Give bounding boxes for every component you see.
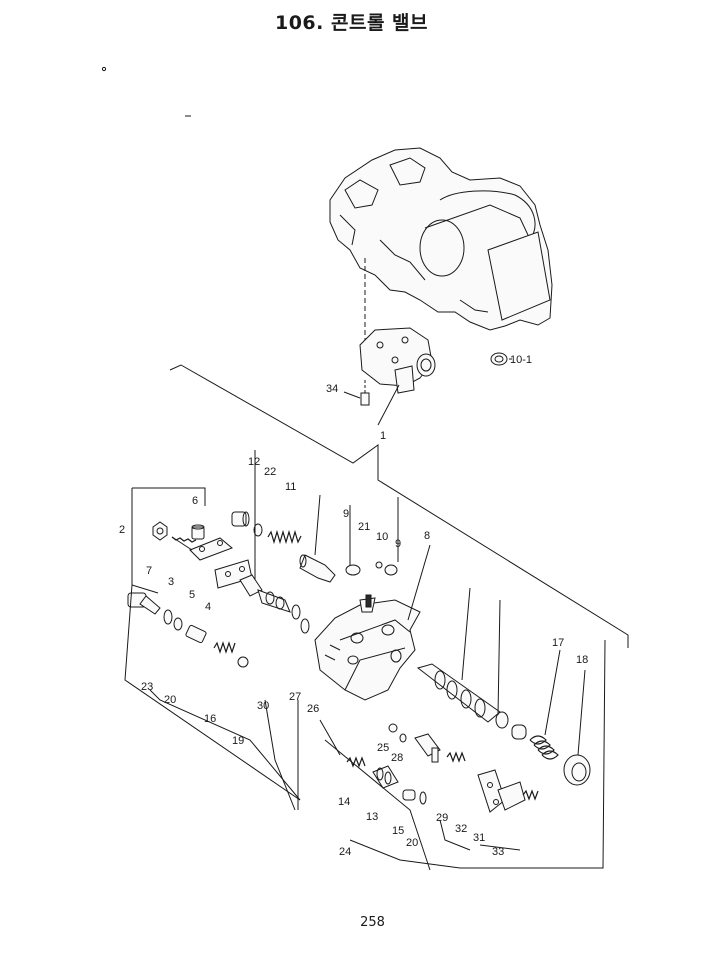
main-spool <box>416 663 501 723</box>
piston-28 <box>414 733 441 763</box>
leader-1-bracket <box>169 364 629 648</box>
callout-7: 7 <box>146 565 152 577</box>
callout-15: 15 <box>392 825 404 837</box>
callout-28: 28 <box>391 752 403 764</box>
spool-13 <box>372 765 399 789</box>
oring-20a <box>163 609 173 625</box>
spool-30 <box>239 574 291 613</box>
stud-3 <box>171 536 197 551</box>
washer-19 <box>237 656 249 668</box>
callout-4: 4 <box>205 601 211 613</box>
oring-9b <box>384 564 398 576</box>
callout-6: 6 <box>192 495 198 507</box>
callout-30: 30 <box>257 700 269 712</box>
callout-27: 27 <box>289 691 301 703</box>
callout-11: 11 <box>285 481 296 493</box>
transmission-housing <box>329 147 553 331</box>
oring-22 <box>253 523 263 537</box>
plug-23 <box>127 592 161 615</box>
callout-29: 29 <box>436 812 448 824</box>
leader-lines <box>124 450 606 871</box>
callout-10-1: 10-1 <box>510 354 532 366</box>
callout-32: 32 <box>455 823 467 835</box>
oring-26 <box>300 618 310 634</box>
callout-17: 17 <box>552 637 564 649</box>
spring-17 <box>529 735 559 760</box>
callout-19: 19 <box>232 735 244 747</box>
callout-34: 34 <box>326 383 338 395</box>
bolt-33 <box>522 789 539 801</box>
oring-20b <box>419 791 427 805</box>
callout-9b: 9 <box>395 538 401 550</box>
cap-12 <box>231 511 250 527</box>
spring-14 <box>346 756 366 768</box>
page-title: 106. 콘트롤 밸브 <box>274 12 428 34</box>
plate-5 <box>189 537 233 561</box>
valve-body <box>314 597 421 701</box>
callout-20a: 20 <box>164 694 176 706</box>
callout-20b: 20 <box>406 837 418 849</box>
callout-21: 21 <box>358 521 370 533</box>
callout-13: 13 <box>366 811 378 823</box>
callout-5: 5 <box>189 589 195 601</box>
callout-14: 14 <box>338 796 350 808</box>
retainer-18 <box>563 754 591 786</box>
plug-10-1 <box>490 352 512 366</box>
callout-1: 1 <box>380 430 386 442</box>
oring-9a <box>345 564 361 576</box>
plug-15 <box>402 789 416 801</box>
scan-speck <box>101 66 107 72</box>
bracket-2 <box>132 487 206 506</box>
seal-ring <box>495 711 509 729</box>
bracket-2-left <box>131 488 159 594</box>
cap-spool <box>511 724 527 740</box>
callout-10: 10 <box>376 531 388 543</box>
bolt-34 <box>343 380 370 406</box>
callout-12: 12 <box>248 456 260 468</box>
callout-3: 3 <box>168 576 174 588</box>
pin-21 <box>365 594 372 608</box>
oring-28 <box>399 733 407 743</box>
nut-7 <box>152 521 168 541</box>
callout-18: 18 <box>576 654 588 666</box>
callout-33: 33 <box>492 846 504 858</box>
callout-24: 24 <box>339 846 351 858</box>
callout-26: 26 <box>307 703 319 715</box>
control-valve-mounted <box>359 327 436 394</box>
callout-2: 2 <box>119 524 125 536</box>
callout-22: 22 <box>264 466 276 478</box>
oring-27 <box>291 604 301 620</box>
spool-11 <box>299 554 336 583</box>
page-number: 258 <box>360 915 385 930</box>
plate-31 <box>497 781 526 811</box>
callout-9a: 9 <box>343 508 349 520</box>
spring-16 <box>213 641 236 654</box>
callout-16: 16 <box>204 713 216 725</box>
leader-1 <box>377 384 400 426</box>
callout-23: 23 <box>141 681 153 693</box>
spring-11 <box>267 529 302 545</box>
oring-20c <box>173 617 183 631</box>
callout-8: 8 <box>424 530 430 542</box>
oring-10 <box>375 561 383 569</box>
bolt-6 <box>191 524 205 540</box>
oring-25 <box>388 723 398 733</box>
spring-29 <box>446 751 466 763</box>
spool-stub <box>185 624 207 644</box>
callout-31: 31 <box>473 832 485 844</box>
callout-25: 25 <box>377 742 389 754</box>
